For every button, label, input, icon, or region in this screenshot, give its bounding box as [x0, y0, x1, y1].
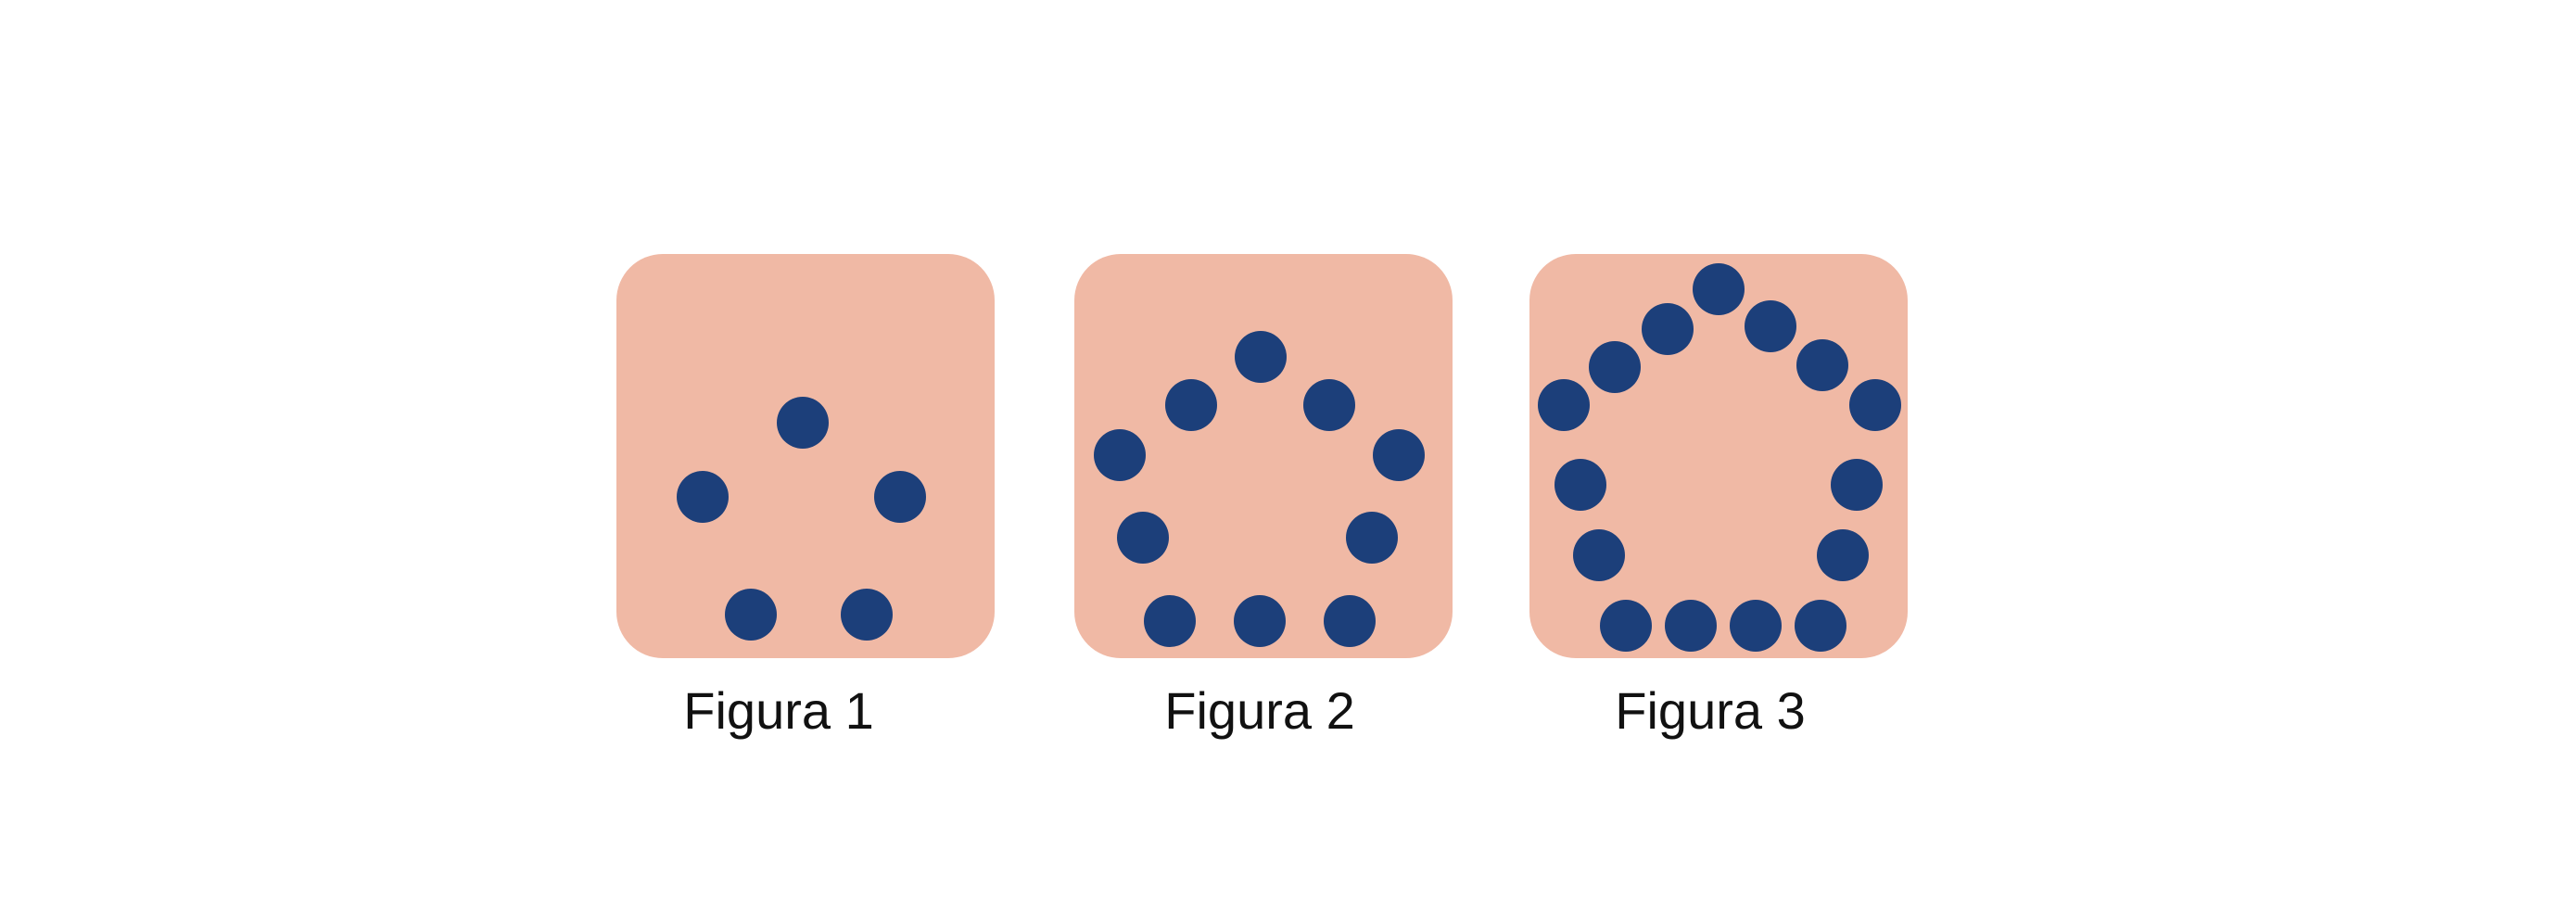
figure-1-card — [616, 254, 995, 658]
figure-3-dot-3 — [1745, 300, 1796, 352]
figure-1-dot-1 — [777, 397, 829, 449]
figure-2-dot-3 — [1303, 379, 1355, 431]
figure-2-dot-6 — [1117, 512, 1169, 564]
figure-2-dots — [1094, 331, 1425, 647]
figure-3-dots — [1538, 263, 1901, 652]
figure-1-dot-4 — [725, 589, 777, 641]
figure-3-dot-7 — [1849, 379, 1901, 431]
figure-3-dot-9 — [1831, 459, 1883, 511]
figure-2-dot-2 — [1165, 379, 1217, 431]
figure-3-dot-11 — [1817, 529, 1869, 581]
figure-2-dot-5 — [1373, 429, 1425, 481]
figure-3-dot-13 — [1665, 600, 1717, 652]
figure-3-dot-14 — [1730, 600, 1782, 652]
figure-3-label: Figura 3 — [1615, 681, 1805, 740]
figure-2-dot-9 — [1234, 595, 1286, 647]
figure-2-dot-4 — [1094, 429, 1146, 481]
figure-3-dot-12 — [1600, 600, 1652, 652]
figure-3-dot-8 — [1554, 459, 1606, 511]
figure-1-dot-2 — [677, 471, 729, 523]
figure-1: Figura 1 — [616, 254, 995, 740]
figure-3-dot-6 — [1538, 379, 1590, 431]
figure-3-dot-5 — [1796, 339, 1848, 391]
figure-1-label: Figura 1 — [683, 681, 873, 740]
figure-1-dot-5 — [841, 589, 893, 641]
figure-3-dot-1 — [1693, 263, 1745, 315]
figure-3-dot-2 — [1642, 303, 1694, 355]
figure-2-dot-7 — [1346, 512, 1398, 564]
figure-2-dot-1 — [1235, 331, 1287, 383]
figure-3: Figura 3 — [1529, 254, 1908, 740]
figure-2: Figura 2 — [1074, 254, 1453, 740]
figure-2-dot-8 — [1144, 595, 1196, 647]
figure-1-dots — [677, 397, 926, 641]
figure-3-dot-15 — [1795, 600, 1846, 652]
figure-2-dot-10 — [1324, 595, 1376, 647]
figure-2-label: Figura 2 — [1164, 681, 1354, 740]
figure-3-dot-10 — [1573, 529, 1625, 581]
figure-3-dot-4 — [1589, 341, 1641, 393]
figure-1-dot-3 — [874, 471, 926, 523]
